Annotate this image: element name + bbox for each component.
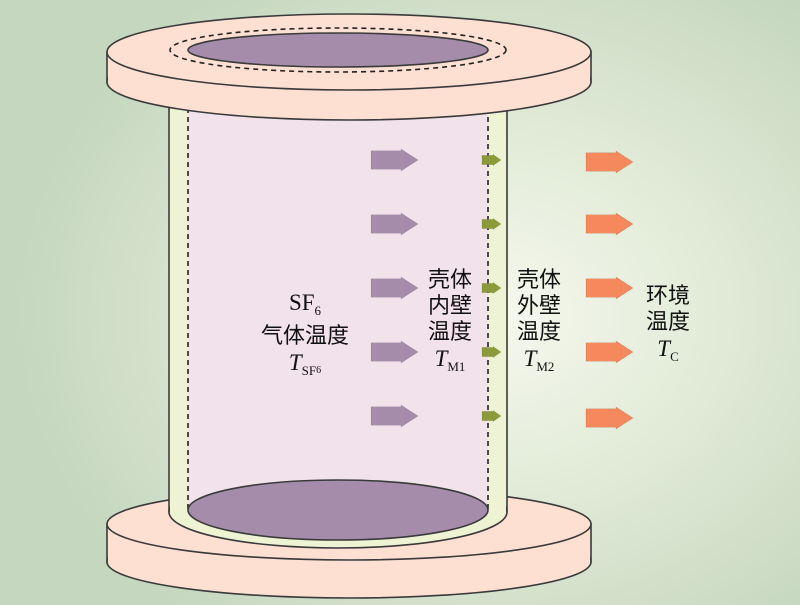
gas-formula: SF6 bbox=[288, 290, 322, 318]
gas-temperature-label: SF6 气体温度 TSF6 bbox=[250, 290, 360, 384]
small-heat-flow-arrow-icon bbox=[481, 409, 502, 423]
outer-wall-line1: 壳体 bbox=[516, 268, 561, 293]
outer-wall-temperature-label: 壳体 外壁 温度 TM2 bbox=[507, 268, 571, 380]
cylinder-body bbox=[168, 79, 508, 549]
wall-arrows bbox=[481, 153, 502, 423]
inner-wall-line1: 壳体 bbox=[427, 268, 472, 293]
ambient-line1: 环境 bbox=[645, 284, 690, 309]
heat-flow-arrow-icon bbox=[370, 340, 419, 364]
top-gas-disk bbox=[187, 32, 489, 68]
gas-name: 气体温度 bbox=[260, 324, 349, 349]
heat-flow-arrow-icon bbox=[370, 276, 419, 300]
outer-wall-line2: 外壁 bbox=[516, 294, 561, 319]
ambient-line2: 温度 bbox=[645, 310, 690, 335]
ambient-arrows bbox=[585, 150, 634, 430]
heat-flow-arrow-icon bbox=[370, 212, 419, 236]
small-heat-flow-arrow-icon bbox=[481, 345, 502, 359]
ambient-temperature-label: 环境 温度 TC bbox=[636, 284, 700, 370]
top-wall-ring-dashed bbox=[169, 27, 507, 73]
inner-wall-line3: 温度 bbox=[427, 320, 472, 345]
heat-flow-arrow-icon bbox=[585, 276, 634, 300]
outer-wall-symbol: TM2 bbox=[523, 346, 555, 374]
top-flange bbox=[106, 13, 592, 121]
small-heat-flow-arrow-icon bbox=[481, 281, 502, 295]
heat-flow-arrow-icon bbox=[585, 340, 634, 364]
heat-flow-arrow-icon bbox=[585, 406, 634, 430]
bottom-gas-disk bbox=[187, 479, 489, 541]
heat-flow-arrow-icon bbox=[585, 150, 634, 174]
heat-flow-arrow-icon bbox=[585, 212, 634, 236]
small-heat-flow-arrow-icon bbox=[481, 217, 502, 231]
heat-flow-arrow-icon bbox=[370, 404, 419, 428]
heat-flow-arrow-icon bbox=[370, 148, 419, 172]
inner-wall-symbol: TM1 bbox=[434, 346, 466, 374]
gas-arrows bbox=[370, 148, 419, 428]
small-heat-flow-arrow-icon bbox=[481, 153, 502, 167]
gas-region bbox=[188, 90, 488, 510]
ambient-symbol: TC bbox=[657, 336, 679, 364]
outer-wall-line3: 温度 bbox=[516, 320, 561, 345]
inner-wall-line2: 内壁 bbox=[427, 294, 472, 319]
gas-symbol: TSF6 bbox=[288, 350, 322, 378]
inner-wall-temperature-label: 壳体 内壁 温度 TM1 bbox=[418, 268, 482, 380]
